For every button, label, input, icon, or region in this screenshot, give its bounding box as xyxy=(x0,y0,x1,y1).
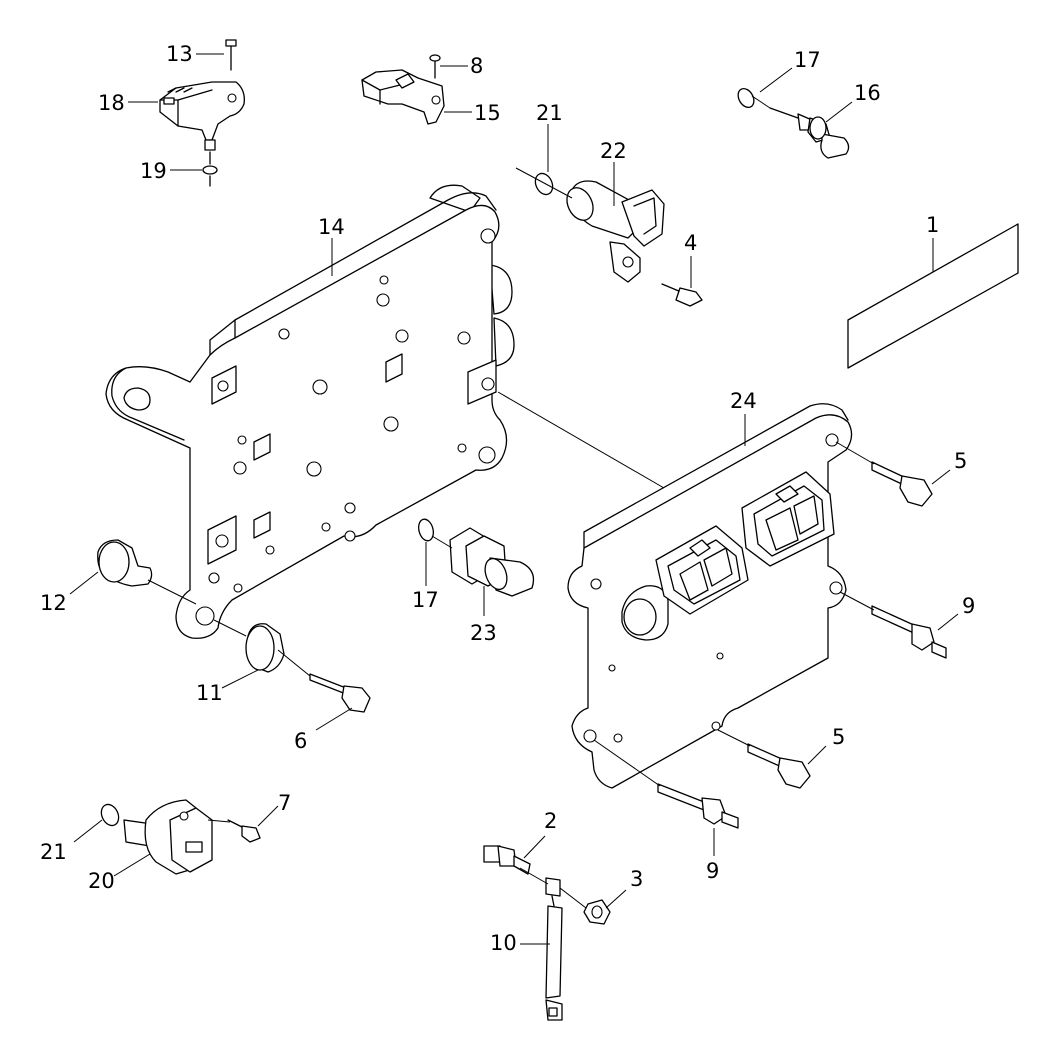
part-24-ecm xyxy=(567,403,853,789)
part-7-bolt xyxy=(227,819,261,843)
part-5-bolt-upper xyxy=(871,461,933,507)
callout-15: 15 xyxy=(474,101,501,125)
part-15-sensor xyxy=(361,69,445,125)
callout-22: 22 xyxy=(600,139,627,163)
part-1-label xyxy=(847,223,1019,369)
part-17-o-ring-lower xyxy=(418,518,434,542)
callout-11: 11 xyxy=(196,681,223,705)
part-12-bushing xyxy=(97,539,153,587)
callout-24: 24 xyxy=(730,389,757,413)
part-13-screw xyxy=(225,39,237,71)
part-6-bolt xyxy=(309,673,371,713)
callout-23: 23 xyxy=(470,621,497,645)
part-4-bolt xyxy=(661,283,703,307)
callout-9-upper: 9 xyxy=(962,594,975,618)
part-20-sensor xyxy=(123,799,213,875)
part-9-bolt-lower xyxy=(657,783,739,829)
callout-2: 2 xyxy=(544,809,557,833)
part-21-o-ring-lower xyxy=(100,803,120,827)
callout-21-lower: 21 xyxy=(40,840,67,864)
callout-3: 3 xyxy=(630,867,643,891)
callout-20: 20 xyxy=(88,869,115,893)
callout-7: 7 xyxy=(278,791,291,815)
callout-8: 8 xyxy=(470,54,483,78)
callout-17-lower: 17 xyxy=(412,588,439,612)
part-11-spacer xyxy=(245,623,285,673)
callout-1: 1 xyxy=(926,213,939,237)
part-2-stud xyxy=(483,845,531,875)
part-9-bolt-upper xyxy=(871,605,947,659)
callout-10: 10 xyxy=(490,931,517,955)
callout-12: 12 xyxy=(40,591,67,615)
callout-21-top: 21 xyxy=(536,101,563,125)
part-21-o-ring-top xyxy=(534,172,554,196)
callout-9-lower: 9 xyxy=(706,859,719,883)
part-16-sensor xyxy=(769,107,850,159)
callout-5-lower: 5 xyxy=(832,725,845,749)
callout-16: 16 xyxy=(854,81,881,105)
part-8-screw xyxy=(429,54,441,79)
part-23-sensor xyxy=(449,527,535,597)
callout-5-upper: 5 xyxy=(954,449,967,473)
part-10-ground-strap xyxy=(545,877,563,1021)
callout-18: 18 xyxy=(98,91,125,115)
callout-19: 19 xyxy=(140,159,167,183)
part-3-nut xyxy=(583,899,611,925)
part-5-bolt-lower xyxy=(747,743,811,789)
callout-6: 6 xyxy=(294,729,307,753)
callout-labels: 1 2 3 4 5 5 6 7 8 9 9 10 11 12 13 14 15 … xyxy=(40,42,975,955)
part-14-mounting-plate xyxy=(105,184,515,639)
callout-4: 4 xyxy=(684,231,697,255)
callout-14: 14 xyxy=(318,215,345,239)
part-18-sensor xyxy=(159,81,245,151)
leader-lines xyxy=(69,53,959,945)
callout-13: 13 xyxy=(166,42,193,66)
part-17-o-ring-top xyxy=(737,88,755,108)
callout-17-top: 17 xyxy=(794,48,821,72)
part-19-o-ring xyxy=(202,151,218,187)
part-22-sensor xyxy=(566,180,665,283)
